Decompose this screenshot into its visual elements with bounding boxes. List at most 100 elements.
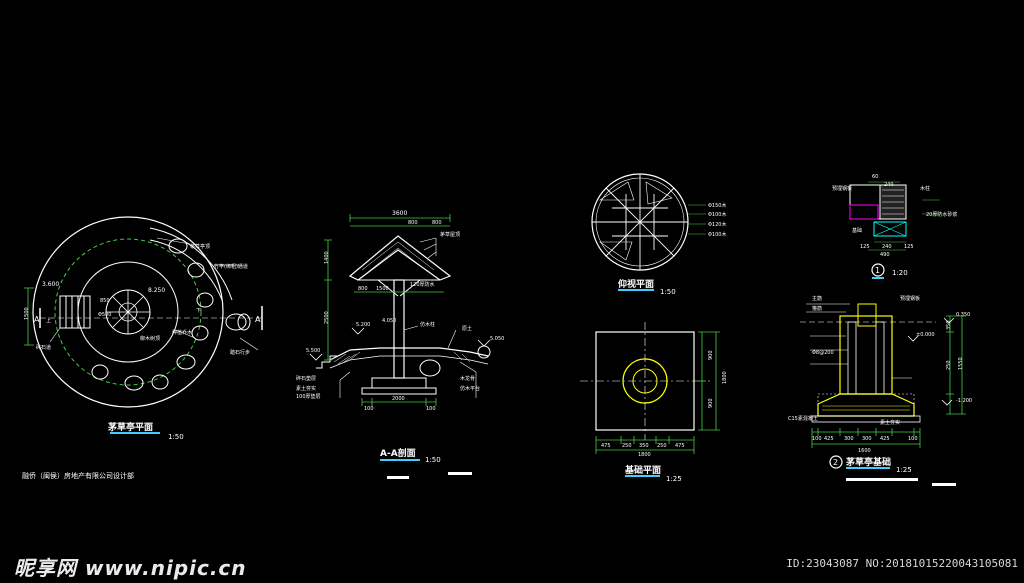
foundation-dim-btotal: 1800 [638,452,651,458]
reflected-label-2: Φ100木 [708,211,726,218]
plan-label-bamboo: 竹竿(绑粗)通道 [214,263,248,270]
detail1-label-1: 预埋钢板 [832,185,852,192]
detail2-dim-b4: 300 [862,436,872,442]
detail2-label-2: 箍筋 [812,305,822,312]
detail2-elev-3: -1.200 [956,398,972,404]
section-elev-1: 4.050 [382,318,396,324]
plan-scale: 1:50 [168,433,184,441]
foundation-dim-b1: 475 [601,443,611,449]
section-title: A-A剖面 [380,447,416,459]
detail-1-view [849,181,940,279]
section-label-column: 仿木柱 [420,321,435,328]
plan-dim-side: 1500 [24,307,30,320]
foundation-dim-b5: 475 [675,443,685,449]
detail2-label-4: C15素混凝土 [788,415,818,422]
foundation-dim-b2: 250 [622,443,632,449]
foundation-scale: 1:25 [666,475,682,483]
plan-dim-r: 850 [100,298,110,304]
section-elev-3: 5.050 [490,336,504,342]
foundation-dim-r2: 900 [708,398,714,408]
detail2-elev-1: 0.350 [956,312,970,318]
plan-dim-elev: 3.600 [42,281,59,288]
detail2-scale: 1:25 [896,466,912,474]
section-dim-top-1: 800 [408,220,418,226]
section-label-roof: 茅草屋顶 [440,231,460,238]
plan-label-stepping: 踏石行步 [230,349,250,356]
detail2-dim-b6: 100 [908,436,918,442]
reflected-label-1: Φ150木 [708,202,726,209]
detail2-label-1: 主筋 [812,295,822,302]
section-dim-bottom-3: 100 [426,406,436,412]
section-dim-left-4: 5.500 [306,348,320,354]
plan-label-trees: 种植乔木 [172,329,192,336]
detail1-dim-3: 125 [860,244,870,250]
detail1-label-3: 基础 [852,227,862,234]
reflected-scale: 1:50 [660,288,676,296]
detail1-dim-2: 240 [884,182,894,188]
section-label-bed: 100厚垫层 [296,393,321,400]
plan-label-down: 下 [196,308,201,314]
pavilion-section-view [309,214,491,479]
detail2-marker: 2 [833,458,838,467]
reflected-label-3: Φ120木 [708,221,726,228]
detail2-title: 茅草亭基础 [846,456,891,468]
foundation-title: 基础平面 [624,464,661,476]
foundation-dim-rtotal: 1800 [722,371,728,384]
detail2-dim-r3: 250 [946,360,952,370]
detail2-elev-2: ±0.000 [916,332,935,338]
reflected-label-4: Φ100木 [708,231,726,238]
detail2-label-6: 预埋钢板 [900,295,920,302]
reflected-ceiling-view [591,173,706,291]
reflected-title: 仰视平面 [618,278,654,290]
detail1-label-2: 木柱 [920,185,930,192]
detail1-marker: 1 [875,266,880,275]
section-label-deck: 仿木平台 [460,385,480,392]
detail1-dim-5: 125 [904,244,914,250]
plan-label-path: 碎石道 [36,344,51,351]
detail2-dim-b5: 425 [880,436,890,442]
section-dim-bottom-2: 2000 [392,396,405,402]
foundation-dim-b3: 350 [639,443,649,449]
pavilion-plan-view [24,216,263,434]
section-label-soil: 原土 [462,325,472,332]
section-dim-mid-1: 800 [358,286,368,292]
plan-label-up: 上 [46,317,51,324]
plan-dim-phi: Φ500 [98,312,111,318]
foundation-dim-b4: 250 [657,443,667,449]
detail2-dim-r2: 1550 [958,357,964,370]
detail-2-view [800,303,966,486]
section-label-gravel: 碎石垫层 [296,375,316,382]
section-scale: 1:50 [425,456,441,464]
section-dim-mid-2: 1500 [376,286,389,292]
company-note: 融侨（闽侯）房地产有限公司设计部 [22,471,134,480]
detail1-label-4: 20厚防水砂浆 [926,211,957,218]
section-label-waterproof: 120厚防水 [410,281,435,288]
plan-label-column: 柳木树顶 [140,335,160,342]
foundation-dim-r1: 900 [708,350,714,360]
detail2-label-5: 素土夯实 [880,419,900,426]
section-dim-left-3: 5.200 [356,322,370,328]
section-label-joist: 木龙骨 [460,375,475,382]
section-dim-left-1: 1400 [324,251,330,264]
detail2-dim-r1: 350 [946,320,952,330]
watermark: 昵享网 www.nipic.cn [14,556,247,580]
section-dim-left-2: 2500 [324,311,330,324]
plan-section-mark-right: A [255,315,261,324]
plan-section-mark-left: A [34,315,40,324]
detail1-scale: 1:20 [892,269,908,277]
section-dim-top-2: 800 [432,220,442,226]
image-id: ID:23043087 NO:20181015220043105081 [786,557,1018,570]
detail2-dim-btotal: 1600 [858,448,871,454]
plan-title: 茅草亭平面 [108,421,153,433]
detail2-dim-b3: 300 [844,436,854,442]
section-dim-bottom-1: 100 [364,406,374,412]
detail2-label-3: Φ8@200 [812,350,834,356]
section-label-compact: 素土夯实 [296,385,316,392]
section-dim-top-total: 3600 [392,210,407,217]
detail1-dim-4: 240 [882,244,892,250]
detail2-dim-b1: 100 [812,436,822,442]
plan-label-roof: 茅草亭顶 [190,243,210,250]
detail1-dim-6: 490 [880,252,890,258]
detail1-dim-1: 60 [872,174,878,180]
